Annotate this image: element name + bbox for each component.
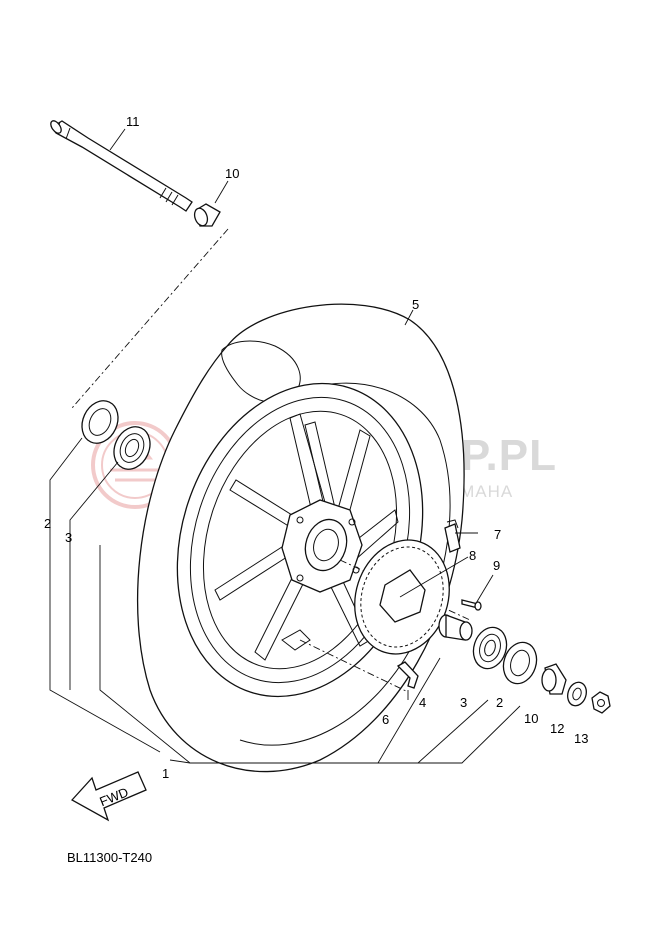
callout-12: 12 <box>550 721 564 736</box>
screw <box>461 599 482 611</box>
diagram-code: BL11300-T240 <box>67 850 153 865</box>
callout-1: 1 <box>162 766 169 781</box>
axis-line-left <box>71 228 229 409</box>
spacer <box>438 614 473 641</box>
front-axle <box>50 120 193 212</box>
callout-9: 9 <box>493 558 500 573</box>
wheel-assembly <box>136 303 465 773</box>
callout-7: 7 <box>494 527 501 542</box>
callout-3-right: 3 <box>460 695 467 710</box>
wheel-hub <box>281 499 363 593</box>
callout-6: 6 <box>382 712 389 727</box>
callout-3-left: 3 <box>65 530 72 545</box>
callout-5: 5 <box>412 297 419 312</box>
wheel-spokes <box>214 413 399 661</box>
callout-2-right: 2 <box>496 695 503 710</box>
clip <box>444 519 461 553</box>
callout-10-right: 10 <box>524 711 538 726</box>
callout-13: 13 <box>574 731 588 746</box>
washer <box>567 681 587 707</box>
bearing-right <box>472 626 508 670</box>
oil-seal-right <box>502 641 538 685</box>
collar-right <box>541 663 567 695</box>
callout-10-top: 10 <box>225 166 239 181</box>
tire-valve <box>396 661 419 689</box>
callout-8: 8 <box>469 548 476 563</box>
leader-lines <box>49 128 521 764</box>
callout-2-left: 2 <box>44 516 51 531</box>
collar-top <box>193 203 221 227</box>
nut <box>591 691 611 714</box>
bearing-left <box>113 426 151 470</box>
forward-arrow-icon: FWD <box>70 771 147 822</box>
callout-numbers: 1 2 3 4 5 6 7 8 9 10 11 3 2 10 12 13 <box>44 114 588 781</box>
callout-4: 4 <box>419 695 426 710</box>
rim-valve-boss <box>281 629 311 651</box>
axis-line-valve <box>299 639 409 693</box>
oil-seal-left <box>81 400 119 444</box>
callout-11: 11 <box>126 114 140 129</box>
